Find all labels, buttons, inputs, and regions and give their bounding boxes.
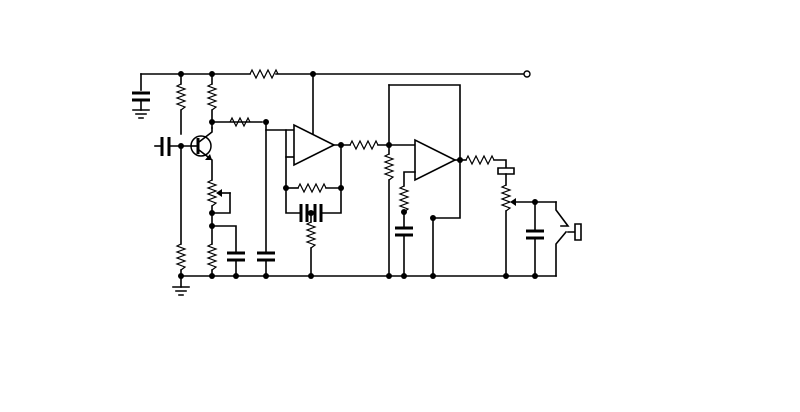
bypass-capacitor — [257, 251, 275, 277]
output-capacitor — [497, 167, 515, 175]
feedback-capacitor-right — [313, 204, 323, 222]
output-resistor — [465, 154, 495, 166]
feedback-tap-resistor — [305, 221, 317, 249]
potentiometer — [206, 179, 231, 227]
op-amp — [293, 123, 336, 167]
ground-symbol — [132, 109, 150, 119]
collector-resistor — [206, 83, 218, 111]
bias-resistor-top — [175, 83, 187, 111]
supply-rail — [140, 70, 531, 139]
op-amp — [414, 138, 457, 182]
coupling-resistor — [229, 116, 251, 128]
emitter-capacitor — [227, 251, 245, 277]
feedback-resistor — [297, 182, 327, 194]
junction-dots — [178, 71, 538, 279]
input-resistor — [398, 185, 410, 213]
supply-resistor — [249, 68, 279, 80]
feedback-capacitor-left — [299, 204, 309, 222]
output-jack — [567, 223, 582, 241]
emitter-resistor — [206, 225, 218, 277]
input-capacitor-2 — [395, 226, 413, 237]
bias-resistor-op-amp — [383, 153, 395, 181]
supply-terminal — [523, 70, 531, 78]
npn-transistor — [190, 127, 213, 181]
bias-resistor-bottom — [175, 243, 187, 271]
interstage-resistor — [349, 139, 379, 151]
output-filter-capacitor — [526, 229, 544, 240]
supply-filter-capacitor — [132, 91, 150, 111]
input-capacitor — [154, 137, 193, 156]
ground-symbol — [172, 286, 190, 296]
